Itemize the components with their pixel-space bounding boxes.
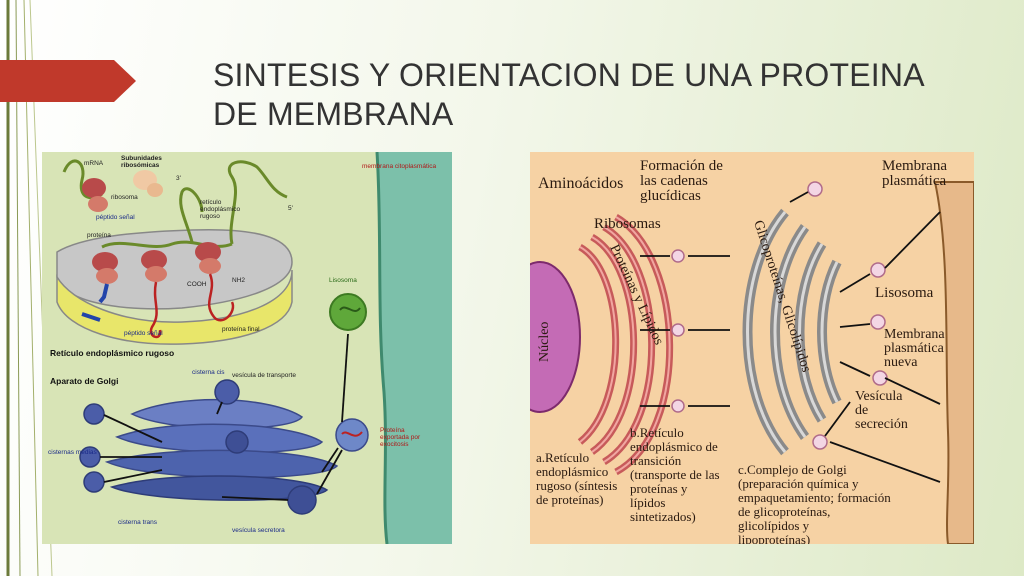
transport-vesicle (214, 379, 240, 405)
label-golgi: c.Complejo de Golgi(preparación química … (738, 462, 891, 544)
er-membrane (56, 228, 293, 310)
label-vesicula-secretora: vesícula secretora (232, 527, 285, 534)
label-cisterna-trans: cisterna trans (118, 519, 158, 526)
label-3prime: 3' (176, 175, 181, 182)
label-reticulo-heading: Retículo endoplásmico rugoso (50, 348, 174, 358)
label-lisosoma: Lisosoma (329, 277, 357, 284)
label-cisterna-cis: cisterna cis (192, 369, 225, 376)
label-aminoacidos: Aminoácidos (538, 175, 623, 192)
vesicle (83, 403, 105, 425)
er-lumen (56, 269, 293, 345)
label-cooh: COOH (187, 281, 207, 288)
label-nucleo: Núcleo (537, 322, 552, 362)
nucleus (530, 261, 581, 413)
label-lisosoma-right: Lisosoma (875, 285, 934, 301)
ribosome (92, 252, 118, 284)
ribosome (195, 242, 221, 274)
label-ribosoma: ribosoma (111, 194, 138, 201)
label-golgi-heading: Aparato de Golgi (50, 376, 118, 386)
slide-title-line-1: SINTESIS Y ORIENTACION DE UNA PROTEINA (213, 57, 925, 93)
label-proteina-final: proteína final (222, 326, 260, 333)
protein-chain (208, 273, 235, 322)
label-5prime: 5' (288, 205, 293, 212)
vesicles (671, 181, 888, 450)
cell-membrane-line (375, 152, 389, 544)
flow-arrows (640, 191, 941, 483)
signal-peptide (81, 312, 101, 322)
signal-peptide (98, 283, 109, 304)
lysosome (329, 293, 367, 331)
ribosome (141, 250, 167, 282)
secretory-vesicle (287, 485, 317, 515)
lysosome-content (339, 306, 361, 312)
mrna-strand (179, 187, 204, 243)
golgi-complex-inner (746, 211, 839, 453)
label-nh2: NH2 (232, 277, 245, 284)
slide-title: SINTESIS Y ORIENTACION DE UNA PROTEINA D… (213, 56, 993, 134)
label-proteina: proteína (87, 232, 111, 239)
ribosomal-subunits (133, 170, 163, 197)
golgi-apparatus (104, 398, 339, 501)
label-mrna: mRNA (84, 160, 104, 167)
label-peptido-senal-bottom: péptido señal (124, 330, 163, 337)
plasma-membrane (933, 181, 974, 544)
slide-title-line-2: DE MEMBRANA (213, 96, 454, 132)
protein-chain (149, 281, 162, 339)
label-vesicula-transporte: vesícula de transporte (232, 372, 296, 379)
label-peptido-senal-top: péptido señal (96, 214, 135, 221)
transport-vesicle (225, 430, 249, 454)
vesicle (83, 471, 105, 493)
title-arrow-accent (0, 60, 136, 102)
flow-arrows (100, 333, 349, 501)
cell-membrane-region (377, 152, 452, 544)
mrna-strand (228, 160, 288, 245)
label-membrana-citoplasmatica: membrana citoplasmática (362, 163, 436, 170)
exported-protein (341, 431, 363, 437)
rough-er-inner (579, 216, 671, 473)
label-ribosomas: Ribosomas (594, 216, 661, 232)
ribosome (82, 178, 108, 212)
label-cisternas-medias: cisternas medias (48, 449, 98, 456)
